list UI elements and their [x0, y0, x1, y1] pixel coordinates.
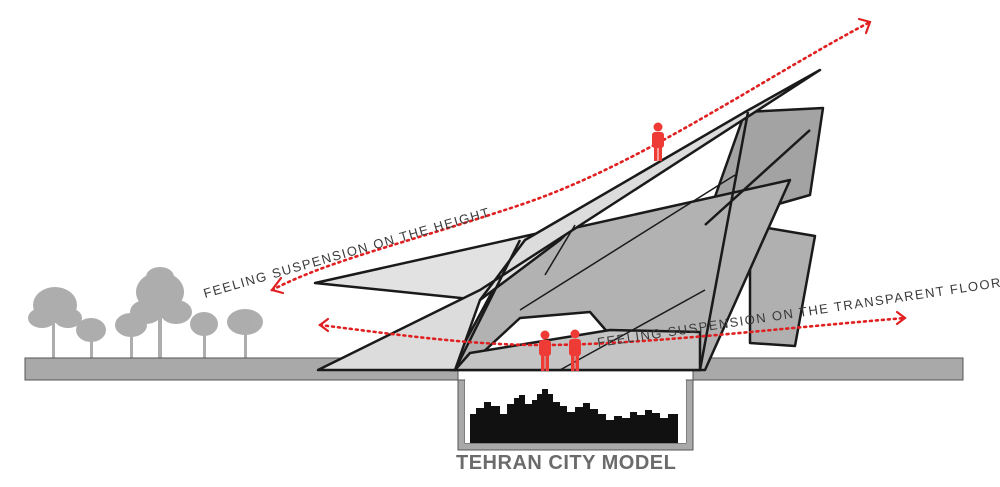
- arrow-floor-start: [318, 317, 330, 333]
- city-model: [465, 380, 686, 443]
- building: [313, 68, 825, 372]
- trees: [28, 267, 263, 359]
- facet-edge-4: [544, 224, 576, 276]
- roof-wing: [313, 223, 577, 302]
- person-roof: [652, 122, 664, 161]
- path-arrowheads: [270, 17, 907, 333]
- facet-edge-1: [698, 111, 750, 371]
- roof-slab: [316, 68, 822, 372]
- tree-4: [130, 267, 192, 358]
- facet-edge-2: [704, 129, 811, 226]
- tree-2: [76, 318, 106, 359]
- city-skyline: [470, 389, 678, 443]
- figures: [539, 122, 664, 371]
- tree-6: [227, 309, 263, 358]
- paths: [270, 20, 907, 347]
- tree-1: [28, 287, 82, 358]
- facet-edge-5: [519, 174, 736, 311]
- lower-back-panel: [748, 223, 817, 348]
- facet-edge-6: [559, 289, 706, 371]
- tree-5: [190, 312, 218, 358]
- person-floor-1: [539, 330, 551, 371]
- arrow-floor-end: [895, 310, 907, 326]
- arrow-height-start: [270, 276, 285, 295]
- path-height: [270, 20, 872, 292]
- facet-edge-3: [453, 239, 522, 371]
- arrow-height-end: [857, 17, 872, 35]
- caption: TEHRAN CITY MODEL: [456, 452, 676, 474]
- path-floor: [318, 316, 907, 347]
- person-floor-2: [569, 329, 581, 371]
